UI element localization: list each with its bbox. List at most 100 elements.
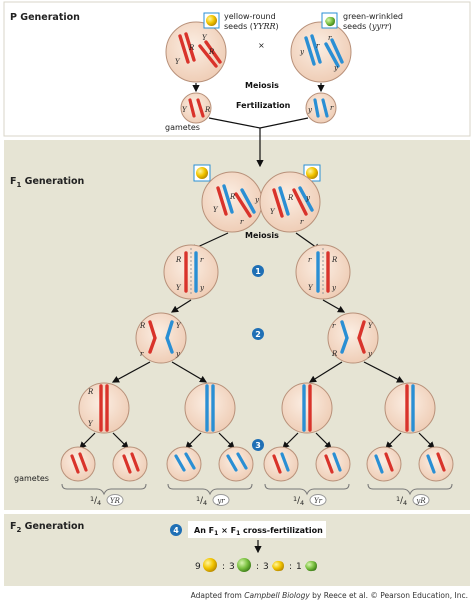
svg-text:2: 2 (255, 330, 261, 339)
svg-text:YR: YR (110, 497, 121, 505)
parent2-label: green-wrinkled (343, 12, 403, 21)
f1-meiosis-label: Meiosis (245, 231, 279, 240)
f1-gametes-label: gametes (14, 474, 49, 483)
f1-generation-title: F1 Generation (10, 176, 85, 189)
svg-text:r: r (332, 322, 336, 330)
svg-text::: : (289, 562, 292, 572)
gamete-type-yr-3: 1/4 Yr (293, 494, 327, 507)
yellow-round-seed-icon-f2 (203, 558, 217, 572)
parent1-gamete: Y R (180, 92, 212, 124)
svg-text:3: 3 (255, 441, 261, 450)
parent1-seeds-text: seeds (YYRR) (224, 22, 279, 31)
step-2-badge (252, 328, 264, 340)
parent2-seeds-text: seeds (yyrr) (343, 22, 392, 31)
svg-text:yR: yR (415, 497, 426, 505)
svg-text:R: R (287, 194, 294, 202)
svg-text:r: r (308, 256, 312, 264)
yellow-wrinkled-seed-icon-f2 (272, 560, 284, 572)
gamete-type-yr-4: 1/4 yR (396, 494, 430, 507)
svg-text:y: y (307, 106, 313, 114)
metaphase2-cell-2 (184, 382, 236, 434)
svg-text:y: y (199, 284, 205, 292)
svg-text:R: R (204, 106, 211, 114)
metaphase1-cell-left: R r Y y (163, 244, 219, 300)
svg-text:R: R (331, 350, 338, 358)
parent1-cell: R Y Y R (165, 21, 227, 83)
svg-text:1/4: 1/4 (90, 495, 101, 507)
green-round-seed-icon-f2 (237, 558, 251, 572)
p-generation-title: P Generation (10, 12, 80, 23)
ratio-green-wrinkled: 1 (296, 562, 302, 572)
credit-line: Adapted from Campbell Biology by Reece e… (191, 591, 468, 600)
metaphase2-cell-1: R Y (78, 382, 130, 434)
svg-text:4: 4 (173, 526, 179, 535)
cross-symbol: × (258, 41, 265, 50)
step-3-badge (252, 439, 264, 451)
parent2-gamete: y r (305, 92, 337, 124)
step-1-badge (252, 265, 264, 277)
metaphase2-cell-3 (281, 382, 333, 434)
ratio-yellow-round: 9 (195, 562, 201, 572)
gamete-arrows (79, 432, 435, 449)
svg-text:Y: Y (176, 322, 182, 330)
svg-text:1/4: 1/4 (293, 495, 304, 507)
gamete-type-yr-1: 1/4 YR (90, 494, 124, 507)
ratio-yellow-wrinkled: 3 (263, 562, 269, 572)
svg-text:y: y (333, 64, 339, 72)
svg-text:r: r (200, 256, 204, 264)
f2-cross-box (188, 521, 326, 538)
svg-text::: : (222, 562, 225, 572)
p-meiosis-label: Meiosis (245, 81, 279, 90)
svg-text:y: y (175, 350, 181, 358)
ratio-green-round: 3 (229, 562, 235, 572)
f1-cell-right: R Y r y (259, 171, 321, 233)
svg-text:y: y (299, 48, 305, 56)
gamete-type-yr-2: 1/4 yr (196, 494, 230, 507)
svg-text:Y: Y (270, 208, 276, 216)
svg-text:Y: Y (202, 34, 208, 42)
f2-generation-title: F2 Generation (10, 521, 85, 534)
svg-text:R: R (331, 256, 338, 264)
svg-text:Y: Y (213, 206, 219, 214)
parent1-label: yellow-round (224, 12, 276, 21)
anaphase1-cell-right: r Y R y (327, 312, 379, 364)
svg-text:r: r (300, 218, 304, 226)
green-wrinkled-seed-icon-f2 (305, 560, 317, 572)
metaphase2-cell-4 (384, 382, 436, 434)
svg-text:r: r (330, 104, 334, 112)
svg-text:Y: Y (175, 58, 181, 66)
anaphase1-cell-left: R Y r y (135, 312, 187, 364)
green-wrinkled-seed-shape (325, 16, 335, 27)
gamete-brackets (61, 483, 453, 496)
svg-text:1: 1 (255, 267, 261, 276)
svg-text:y: y (331, 284, 337, 292)
svg-text:r: r (240, 218, 244, 226)
svg-text:Y: Y (368, 322, 374, 330)
svg-text:r: r (316, 42, 320, 50)
yellow-round-seed-ball (206, 15, 217, 26)
parent2-cell: y r r y (290, 21, 352, 83)
svg-text:R: R (208, 48, 215, 56)
svg-text:yr: yr (216, 497, 225, 505)
svg-text:r: r (328, 34, 332, 42)
svg-text::: : (256, 562, 259, 572)
f1-cell-left: R Y r y (201, 171, 263, 233)
f1-gamete-cells (60, 446, 454, 482)
svg-text:y: y (367, 350, 373, 358)
step-4-badge (170, 524, 182, 536)
svg-text:R: R (87, 388, 94, 396)
svg-text:Y: Y (176, 284, 182, 292)
svg-text:R: R (175, 256, 182, 264)
p-generation-panel (3, 1, 471, 137)
svg-text:Y: Y (88, 420, 94, 428)
svg-text:y: y (254, 196, 260, 204)
f2-cross-text: An F1 × F1 cross-fertilization (194, 526, 323, 537)
svg-text:Yr: Yr (314, 497, 323, 505)
svg-text:y: y (305, 194, 311, 202)
svg-text:R: R (229, 193, 236, 201)
p-fertilization-label: Fertilization (236, 101, 291, 110)
svg-text:Y: Y (308, 284, 314, 292)
svg-text:1/4: 1/4 (196, 495, 207, 507)
